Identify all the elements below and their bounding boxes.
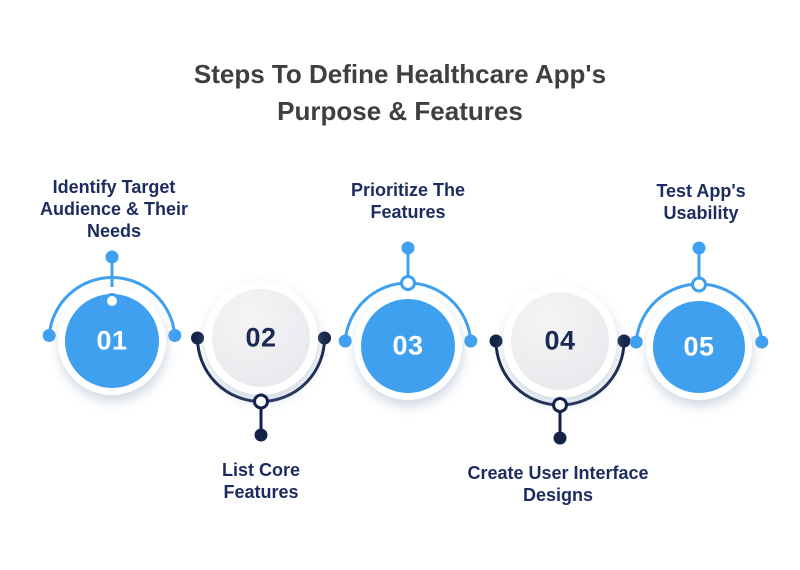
step-4-junction-dot (552, 397, 568, 413)
step-1-number: 01 (96, 325, 128, 356)
step-2-arc-end-dot-left (191, 331, 204, 345)
step-2-junction-dot (253, 393, 269, 410)
step-3-label: Prioritize The Features (350, 180, 466, 222)
step-5-arc-end-dot-left (629, 335, 643, 349)
step-4-stem-dot (553, 431, 567, 445)
step-5-graphic (629, 241, 769, 400)
step-5-circle (653, 301, 745, 393)
step-3-number: 03 (392, 330, 424, 361)
step-4-graphic (489, 284, 631, 445)
step-2-arc-end-dot-right (318, 331, 331, 345)
step-5-label: Test App's Usability (656, 181, 746, 223)
page-title: Steps To Define Healthcare App's Purpose… (193, 59, 607, 126)
step-1-graphic (42, 250, 182, 395)
step-2-stem-dot (254, 428, 268, 442)
step-5-stem-dot (692, 241, 706, 255)
step-2-number: 02 (245, 322, 277, 353)
step-3-arc-end-dot-left (338, 334, 352, 348)
step-1-stem-dot (105, 250, 119, 264)
step-5-number: 05 (683, 331, 715, 362)
step-1-circle (65, 294, 159, 388)
step-4-arc-end-dot-left (489, 334, 503, 348)
step-3-stem-dot (401, 241, 415, 255)
step-5-junction-dot (691, 276, 707, 293)
step-4-number: 04 (544, 325, 576, 356)
step-1-junction-dot (104, 293, 120, 309)
step-5-arc-end-dot-right (755, 335, 769, 349)
step-1-arc-end-dot-left (42, 329, 56, 342)
step-3-junction-dot (400, 275, 416, 291)
step-4-arc-end-dot-right (617, 334, 631, 348)
step-1-arc-end-dot-right (168, 329, 182, 342)
step-3-arc-end-dot-right (464, 334, 478, 348)
step-3-graphic (338, 241, 478, 400)
step-4-circle (511, 292, 609, 390)
step-1-label: Identify Target Audience & Their Needs (39, 177, 189, 241)
step-2-circle (212, 289, 310, 387)
step-3-circle (361, 299, 455, 393)
step-2-graphic (191, 281, 331, 442)
step-4-label: Create User Interface Designs (467, 463, 649, 505)
step-2-label: List Core Features (221, 460, 301, 502)
